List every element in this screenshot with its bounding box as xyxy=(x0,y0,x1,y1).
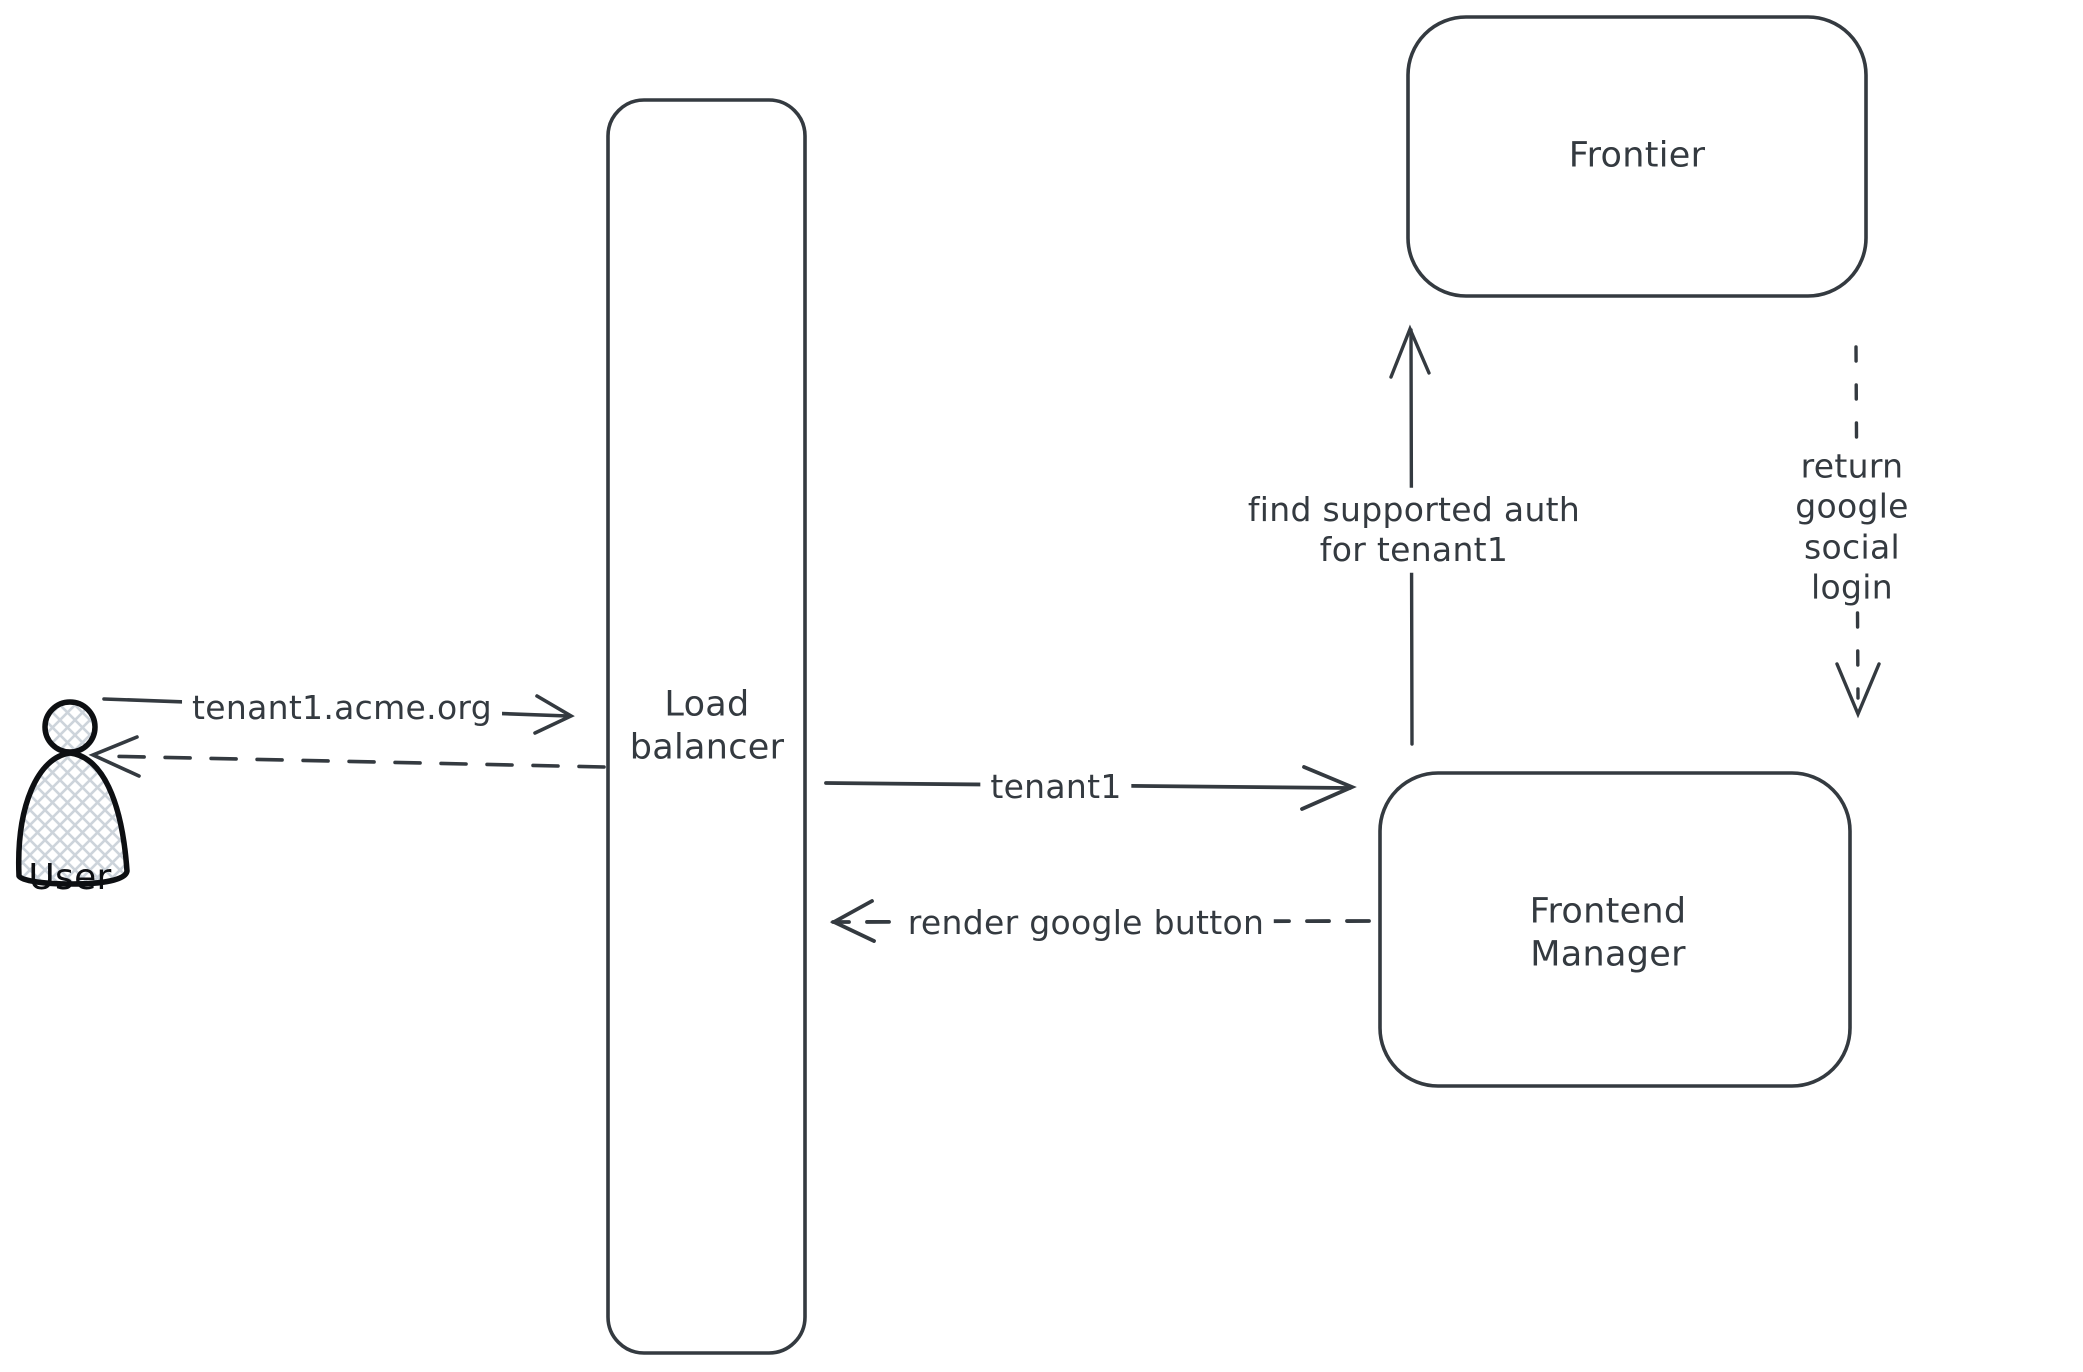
arrowhead-right-icon xyxy=(533,694,575,735)
frontend-manager-box xyxy=(1378,771,1852,1088)
frontier-box xyxy=(1406,15,1868,298)
edge-label-return-google-social-login: return google social login xyxy=(1736,444,1968,610)
edge-label-find-supported-auth: find supported auth for tenant1 xyxy=(1237,487,1591,573)
user-actor-icon xyxy=(15,699,130,887)
arrowhead-up-icon xyxy=(1389,324,1431,379)
arrow-frontier-to-frontend-manager xyxy=(1835,345,1881,719)
frontier-label: Frontier xyxy=(1568,135,1706,176)
edge-label-render-google-button: render google button xyxy=(897,900,1275,946)
user-label: User xyxy=(28,857,112,899)
edge-label-tenant1: tenant1 xyxy=(980,764,1132,810)
arrowhead-down-icon xyxy=(1835,662,1881,719)
load-balancer-box xyxy=(606,98,807,1355)
arrowhead-left-icon xyxy=(88,735,141,778)
arrowhead-right-icon xyxy=(1300,765,1357,811)
edge-label-tenant1-acme-org: tenant1.acme.org xyxy=(182,685,502,731)
load-balancer-label: Load balancer xyxy=(629,684,785,767)
arrow-load-balancer-to-user xyxy=(88,735,606,778)
arrowhead-left-icon xyxy=(829,899,876,943)
frontend-manager-label: Frontend Manager xyxy=(1529,891,1687,974)
user-head xyxy=(42,699,98,755)
user-body xyxy=(15,750,130,887)
